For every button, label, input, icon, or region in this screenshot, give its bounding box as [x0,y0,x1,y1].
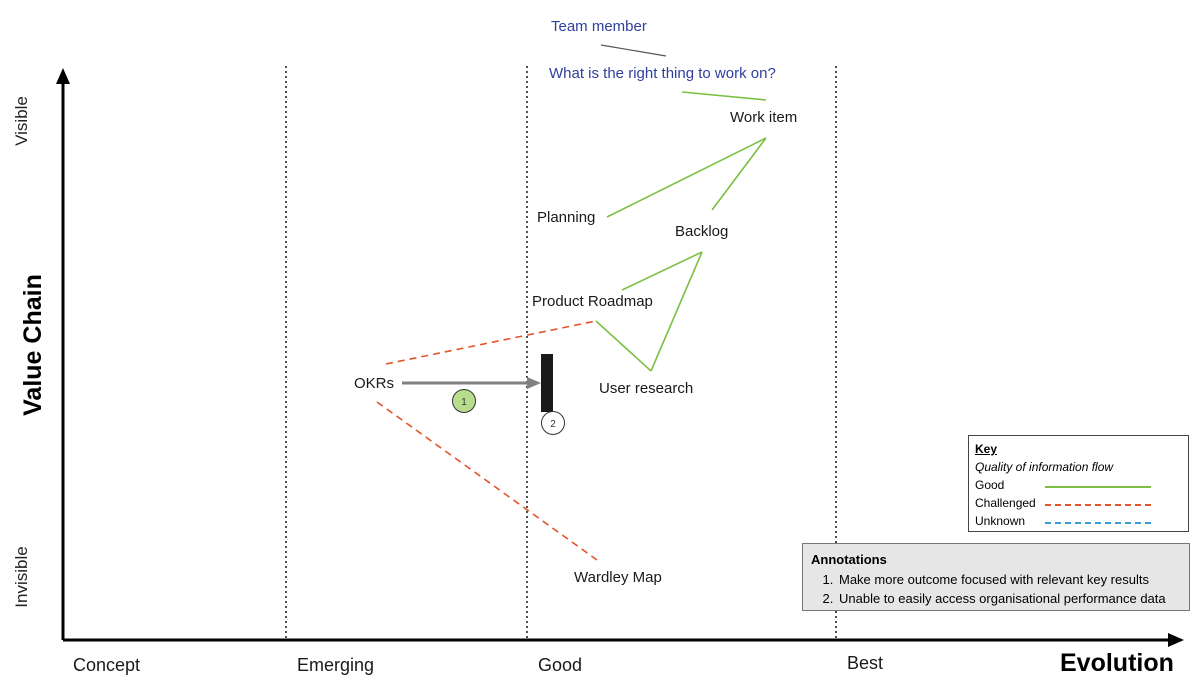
marker-1-label: 1 [461,397,467,408]
legend-title: Key [975,442,998,456]
annotations-list: Make more outcome focused with relevant … [803,570,1166,608]
component-wardley-map[interactable]: Wardley Map [574,569,662,586]
component-planning[interactable]: Planning [537,209,596,226]
x-axis-title: Evolution [1060,649,1174,677]
marker-2-label: 2 [550,419,556,430]
annotation-item-1: Make more outcome focused with relevant … [837,570,1166,589]
link-backlog-research-b [595,320,652,372]
legend-challenged-line [1045,504,1151,506]
stage-concept: Concept [73,655,141,675]
inertia-bar [541,354,553,412]
component-okrs[interactable]: OKRs [354,375,395,392]
legend-unknown-label: Unknown [975,514,1026,528]
legend-good-line [1045,486,1151,488]
y-axis-arrow [56,68,70,84]
stage-emerging: Emerging [297,655,375,675]
component-question[interactable]: What is the right thing to work on? [549,65,776,82]
marker-1 [452,389,476,413]
legend-good-label: Good [975,478,1005,492]
okrs-evolution-arrowhead [527,377,541,389]
challenged-links [376,320,598,561]
link-workitem-planning [606,137,767,218]
y-axis-visible-label: Visible [12,96,31,146]
link-workitem-backlog [711,137,767,211]
y-axis-invisible-label: Invisible [12,546,31,608]
stage-good: Good [538,655,583,675]
good-links [595,91,767,372]
legend-subtitle: Quality of information flow [975,460,1114,474]
component-team-member[interactable]: Team member [551,18,647,35]
marker-2 [541,411,565,435]
component-user-research[interactable]: User research [599,380,694,397]
component-backlog[interactable]: Backlog [675,223,729,240]
link-team-member [600,44,667,57]
legend-key: Key Quality of information flow Good Cha… [968,435,1189,532]
component-work-item[interactable]: Work item [730,109,798,126]
link-okrs-roadmap [385,320,597,365]
component-product-roadmap[interactable]: Product Roadmap [532,293,653,310]
annotations-box: Annotations Make more outcome focused wi… [802,543,1190,611]
link-backlog-research-a [650,251,703,372]
legend-challenged-label: Challenged [975,496,1036,510]
link-okrs-wardley [376,401,598,561]
x-axis-arrow [1168,633,1184,647]
annotations-title: Annotations [811,552,887,567]
stage-best: Best [847,653,884,673]
link-backlog-roadmap [621,251,703,291]
link-question-workitem [681,91,767,101]
annotation-item-2: Unable to easily access organisational p… [837,589,1166,608]
y-axis-title: Value Chain [19,274,47,416]
legend-unknown-line [1045,522,1151,524]
